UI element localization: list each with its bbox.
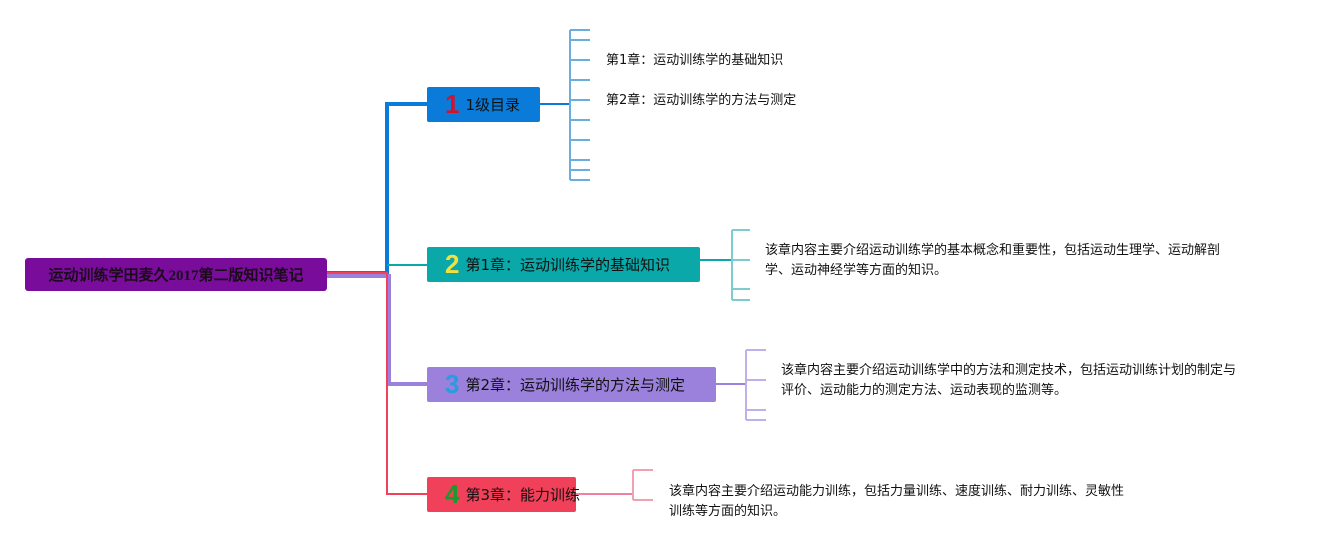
- branch-node-4[interactable]: 4 第3章：能力训练: [427, 477, 580, 512]
- number-badge: 2: [445, 249, 460, 279]
- leaf-line: 该章内容主要介绍运动训练学中的方法和测定技术，包括运动训练计划的制定与: [781, 363, 1237, 378]
- leaf-line: 学、运动神经学等方面的知识。: [765, 263, 948, 278]
- leaf-line: 该章内容主要介绍运动能力训练，包括力量训练、速度训练、耐力训练、灵敏性: [669, 484, 1125, 499]
- branch-node-2[interactable]: 2 第1章：运动训练学的基础知识: [427, 247, 700, 282]
- number-badge: 1: [445, 89, 460, 119]
- bracket-branch-3: [716, 349, 766, 421]
- branch-node-3[interactable]: 3 第2章：运动训练学的方法与测定: [427, 367, 716, 402]
- bracket-branch-4: [576, 469, 653, 501]
- connector-branch-4: [327, 272, 427, 495]
- branch-label: 第1章：运动训练学的基础知识: [465, 256, 671, 274]
- leaf-node[interactable]: 第1章：运动训练学的基础知识: [606, 53, 784, 68]
- leaf-node-text[interactable]: 该章内容主要介绍运动训练学中的方法和测定技术，包括运动训练计划的制定与 评价、运…: [781, 361, 1236, 401]
- bracket-branch-2: [700, 229, 750, 301]
- bracket-branch-1: [540, 29, 590, 181]
- connector-branch-1: [327, 102, 427, 275]
- branch-label: 第3章：能力训练: [465, 486, 581, 504]
- leaf-node-text[interactable]: 该章内容主要介绍运动能力训练，包括力量训练、速度训练、耐力训练、灵敏性 训练等方…: [669, 482, 1124, 522]
- leaf-line: 训练等方面的知识。: [669, 504, 787, 519]
- leaf-node[interactable]: 第2章：运动训练学的方法与测定: [606, 93, 797, 108]
- leaf-line: 评价、运动能力的测定方法、运动表现的监测等。: [781, 383, 1068, 398]
- leaf-line: 该章内容主要介绍运动训练学的基本概念和重要性，包括运动生理学、运动解剖: [765, 243, 1221, 258]
- connector-branch-3: [327, 274, 427, 386]
- root-node[interactable]: 运动训练学田麦久2017第二版知识笔记: [25, 258, 327, 291]
- number-badge: 4: [445, 479, 460, 509]
- branch-node-1[interactable]: 1 1级目录: [427, 87, 540, 122]
- branch-label: 1级目录: [465, 96, 521, 114]
- leaf-node-text[interactable]: 该章内容主要介绍运动训练学的基本概念和重要性，包括运动生理学、运动解剖 学、运动…: [765, 241, 1220, 281]
- root-title: 运动训练学田麦久2017第二版知识笔记: [48, 268, 304, 284]
- branch-label: 第2章：运动训练学的方法与测定: [465, 376, 686, 394]
- number-badge: 3: [445, 369, 460, 399]
